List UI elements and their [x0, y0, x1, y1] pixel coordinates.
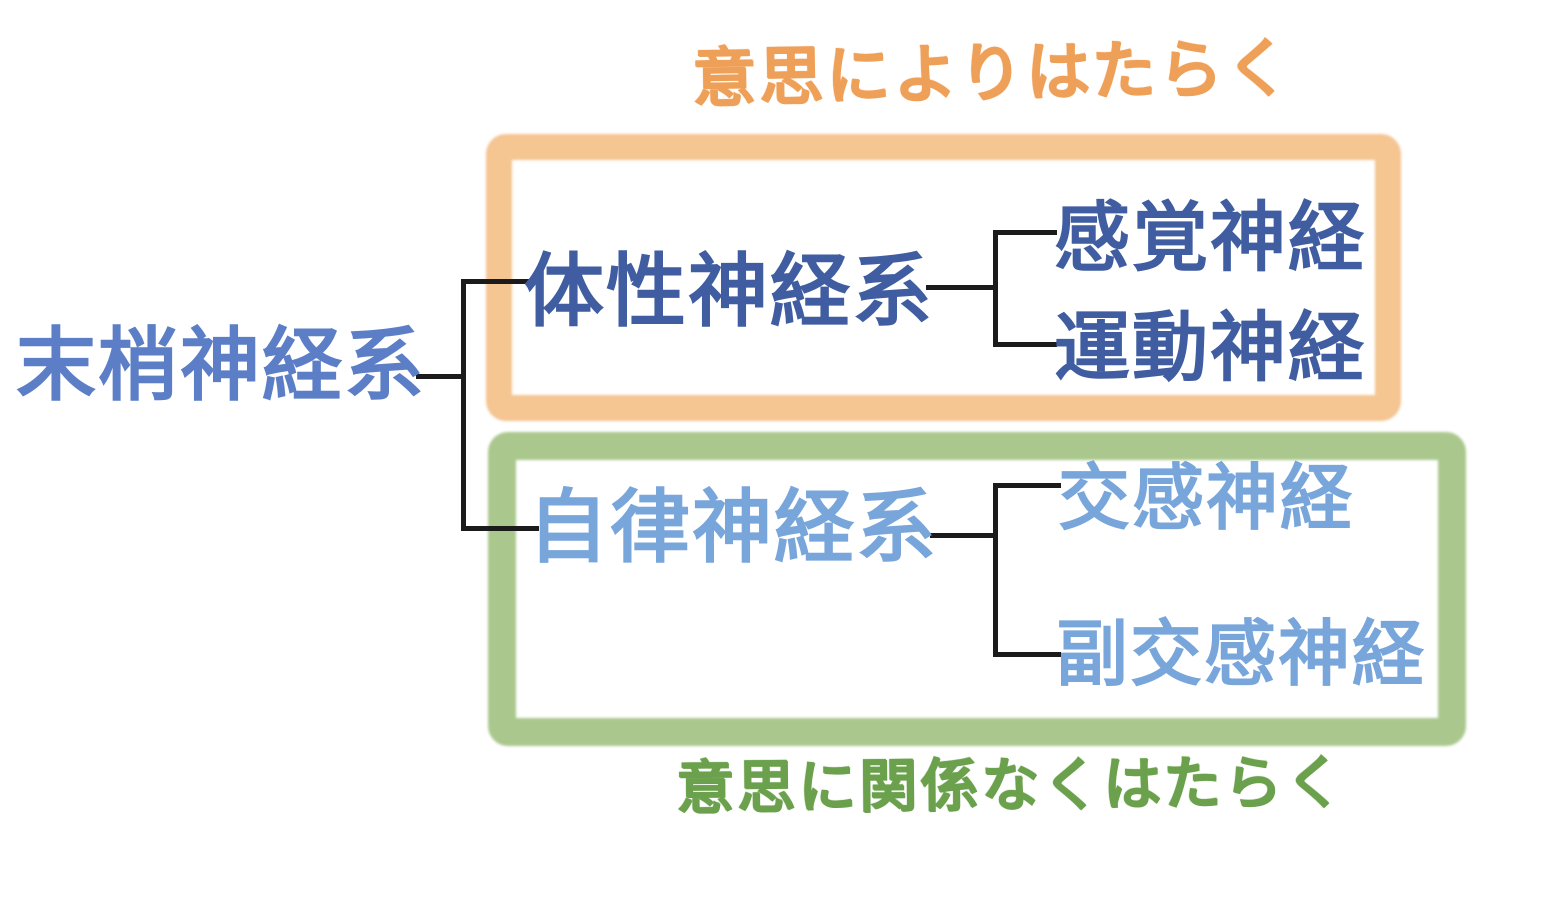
autonomic-to-sympathetic-line: [993, 483, 1061, 488]
root-node-label: 末梢神経系: [16, 319, 426, 412]
autonomic-group-box: [488, 432, 1466, 746]
somatic-vertical-line: [993, 230, 998, 347]
sensory-nerve-label: 感覚神経: [1054, 193, 1366, 282]
autonomic-to-parasympathetic-line: [993, 652, 1061, 657]
root-stem-line: [416, 374, 466, 379]
parasympathetic-nerve-label: 副交感神経: [1056, 612, 1427, 696]
somatic-to-motor-line: [993, 342, 1057, 347]
somatic-to-sensory-line: [993, 230, 1057, 235]
root-vertical-line: [461, 279, 466, 531]
somatic-stem-line: [926, 285, 998, 290]
autonomic-stem-line: [930, 533, 998, 538]
involuntary-annotation: 意思に関係なくはたらく: [675, 748, 1347, 822]
somatic-node-label: 体性神経系: [524, 245, 934, 338]
somatic-group-box: [486, 134, 1401, 421]
motor-nerve-label: 運動神経: [1054, 303, 1366, 392]
sympathetic-nerve-label: 交感神経: [1058, 456, 1355, 540]
root-to-autonomic-line: [461, 526, 539, 531]
autonomic-node-label: 自律神経系: [528, 481, 938, 574]
voluntary-annotation: 意思によりはたらく: [691, 31, 1294, 117]
root-to-somatic-line: [461, 279, 535, 284]
autonomic-vertical-line: [993, 483, 998, 657]
